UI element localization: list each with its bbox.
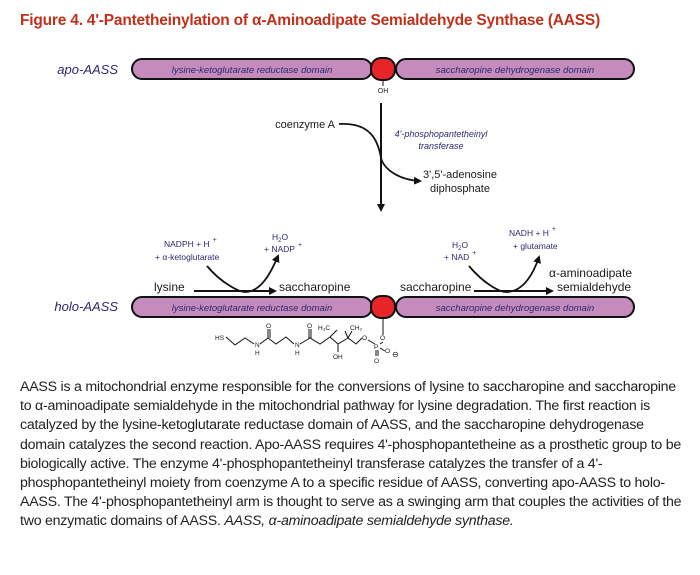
caption-abbreviation: AASS, α-aminoadipate semialdehyde syntha… — [224, 513, 514, 530]
holo-domain-2-label: saccharopine dehydrogenase domain — [436, 303, 594, 314]
svg-text:H₃C: H₃C — [318, 325, 330, 332]
reaction-1-cofactors-out: H2O + NADP+ — [264, 232, 302, 254]
svg-text:+ α-ketoglutarate: + α-ketoglutarate — [155, 252, 219, 262]
holo-aass-label: holo-AASS — [54, 299, 118, 314]
svg-text:+ glutamate: + glutamate — [513, 241, 558, 251]
saccharopine-product-label: saccharopine — [279, 280, 351, 294]
figure-title: Figure 4. 4'-Pantetheinylation of α-Amin… — [20, 12, 601, 29]
apo-domain-2-label: saccharopine dehydrogenase domain — [436, 65, 594, 76]
svg-text:O: O — [374, 358, 379, 365]
svg-text:P: P — [374, 344, 378, 351]
svg-text:N: N — [295, 342, 300, 349]
pathway-diagram: apo-AASS lysine-ketoglutarate reductase … — [54, 57, 635, 365]
svg-text:H2O: H2O — [452, 240, 468, 252]
svg-text:OH: OH — [333, 354, 343, 361]
phosphopantetheine-arm-structure — [225, 318, 386, 356]
transferase-label-1: 4'-phosphopantetheinyl — [395, 129, 489, 139]
coenzyme-a-curve — [338, 123, 422, 185]
svg-text:+ NADP+: + NADP+ — [264, 242, 302, 254]
holo-domain-1: lysine-ketoglutarate reductase domain — [131, 296, 373, 318]
svg-text:O: O — [266, 323, 271, 330]
coenzyme-a-label: coenzyme A — [275, 119, 336, 131]
saccharopine-substrate-label: saccharopine — [400, 280, 472, 294]
reaction-1-cofactors-in: NADPH + H+ + α-ketoglutarate — [155, 237, 219, 262]
svg-text:O: O — [307, 323, 312, 330]
svg-text:CH₃: CH₃ — [350, 325, 362, 332]
svg-text:NADPH + H+: NADPH + H+ — [164, 237, 217, 249]
phosphopantetheine-atom-labels: HS N H O N H O H₃C CH₃ OH O P O O O ⊖ — [215, 323, 399, 365]
aminoadipate-label-1: α-aminoadipate — [549, 266, 632, 280]
apo-modification-site: OH — [370, 57, 396, 95]
aminoadipate-label-2: semialdehyde — [557, 280, 631, 294]
reaction-2-cofactor-curve — [468, 255, 541, 293]
apo-domain-2: saccharopine dehydrogenase domain — [395, 58, 635, 80]
svg-text:+ NAD+: + NAD+ — [444, 250, 476, 262]
svg-text:O: O — [362, 335, 367, 342]
adp-product-label-2: diphosphate — [430, 183, 490, 195]
holo-domain-2: saccharopine dehydrogenase domain — [395, 296, 635, 318]
apo-domain-1: lysine-ketoglutarate reductase domain — [131, 58, 373, 80]
svg-text:HS: HS — [215, 335, 225, 342]
reaction-2-cofactors-in: H2O + NAD+ — [444, 240, 476, 262]
apo-domain-1-label: lysine-ketoglutarate reductase domain — [172, 65, 333, 76]
svg-text:NADH + H+: NADH + H+ — [509, 226, 556, 238]
transferase-label-2: transferase — [418, 141, 463, 151]
svg-text:O: O — [380, 335, 385, 342]
svg-text:O: O — [385, 348, 390, 355]
lysine-label: lysine — [154, 280, 185, 294]
caption-body: AASS is a mitochondrial enzyme responsib… — [20, 379, 682, 530]
figure-caption: AASS is a mitochondrial enzyme responsib… — [20, 378, 690, 532]
adp-product-label-1: 3',5'-adenosine — [423, 169, 497, 181]
apo-aass-label: apo-AASS — [57, 62, 118, 77]
holo-modification-site — [370, 295, 396, 319]
svg-text:⊖: ⊖ — [392, 350, 399, 359]
reaction-2-cofactors-out: NADH + H+ + glutamate — [509, 226, 558, 251]
svg-text:N: N — [255, 342, 260, 349]
apo-oh-label: OH — [378, 88, 389, 95]
svg-text:H: H — [295, 350, 300, 357]
svg-text:H: H — [255, 350, 260, 357]
svg-text:H2O: H2O — [272, 232, 288, 244]
holo-domain-1-label: lysine-ketoglutarate reductase domain — [172, 303, 333, 314]
